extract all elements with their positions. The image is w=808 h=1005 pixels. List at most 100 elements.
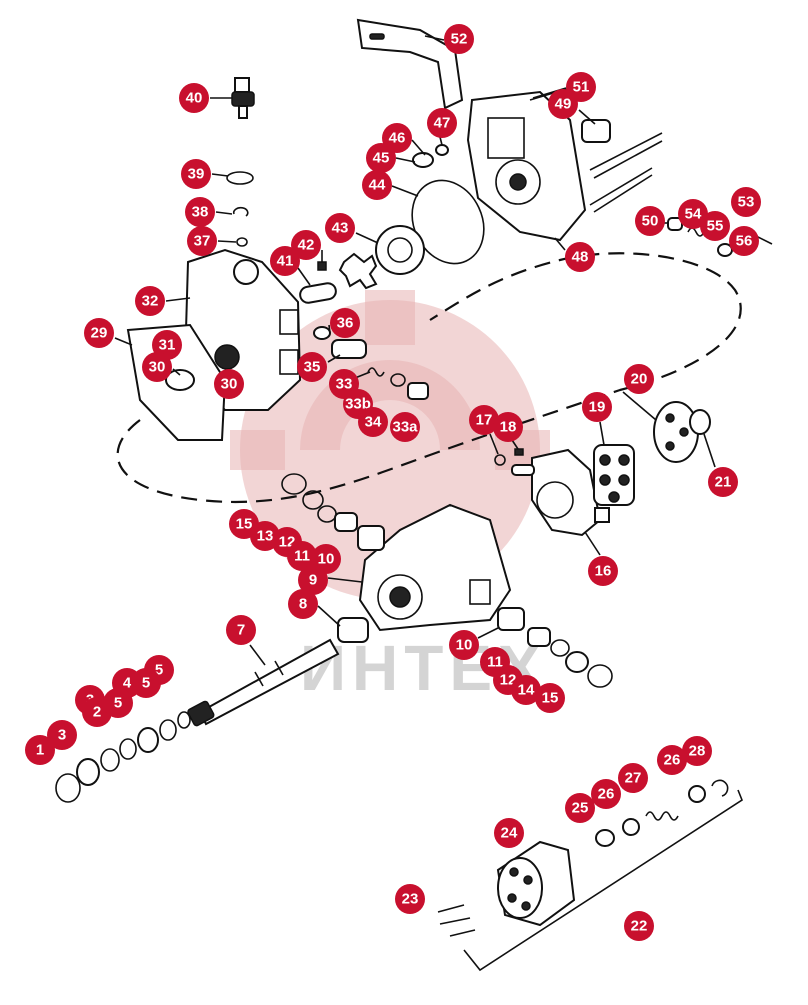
callout-badge <box>494 818 524 848</box>
washer-26-b <box>688 785 706 803</box>
callout-number: 37 <box>194 233 211 250</box>
callout-badge <box>469 405 499 435</box>
callout-14: 14 <box>511 675 541 705</box>
callout-badge <box>588 556 618 586</box>
bracket-slot <box>369 33 385 40</box>
callout-badge <box>47 720 77 750</box>
callout-32: 32 <box>135 286 165 316</box>
callout-number: 33a <box>392 419 418 436</box>
callout-badge <box>493 412 523 442</box>
callout-1: 1 <box>25 735 55 765</box>
callout-17: 17 <box>469 405 499 435</box>
callout-badge <box>366 143 396 173</box>
callout-44: 44 <box>362 170 392 200</box>
callout-number: 5 <box>142 675 150 692</box>
callout-number: 42 <box>298 237 315 254</box>
callout-number: 5 <box>114 695 122 712</box>
callout-badge <box>297 352 327 382</box>
callout-number: 26 <box>664 752 681 769</box>
callout-badge <box>330 308 360 338</box>
callout-34: 34 <box>358 407 388 437</box>
bushing-21 <box>689 409 711 435</box>
callout-badge <box>449 630 479 660</box>
callout-badge <box>287 541 317 571</box>
callout-7: 7 <box>226 615 256 645</box>
callout-number: 44 <box>369 177 386 194</box>
washer-26 <box>622 818 640 836</box>
relief-spring <box>367 367 385 377</box>
callout-badge <box>565 242 595 272</box>
group-bracket-22 <box>463 789 743 972</box>
gerotor-inner-gear <box>338 252 378 290</box>
sensor-terminal <box>234 77 250 93</box>
callout-badge <box>708 467 738 497</box>
callout-11: 11 <box>287 541 317 571</box>
thrust-bearing-4 <box>137 727 159 753</box>
spacer-11 <box>334 512 358 532</box>
callout-49: 49 <box>548 89 578 119</box>
callout-33a: 33a <box>390 412 420 442</box>
callout-badge <box>395 884 425 914</box>
o-ring-12-rear <box>550 639 570 657</box>
spring-27 <box>645 811 679 821</box>
callout-number: 9 <box>309 572 317 589</box>
callout-number: 35 <box>304 359 321 376</box>
o-ring-5 <box>177 711 191 729</box>
o-ring-large <box>226 171 254 185</box>
washer-5 <box>159 719 177 741</box>
snap-ring-15 <box>281 473 307 495</box>
callout-badge <box>678 199 708 229</box>
callout-45: 45 <box>366 143 396 173</box>
callout-9: 9 <box>298 565 328 595</box>
callout-number: 55 <box>707 218 724 235</box>
callout-number: 30 <box>149 359 166 376</box>
callout-number: 3 <box>58 727 66 744</box>
callout-38: 38 <box>185 197 215 227</box>
callout-badge <box>135 286 165 316</box>
relief-valve-spool <box>331 339 367 359</box>
housing-boss <box>233 259 259 285</box>
callout-29: 29 <box>84 318 114 348</box>
callout-43: 43 <box>325 213 355 243</box>
callout-number: 26 <box>598 786 615 803</box>
plug <box>412 152 434 168</box>
callout-18: 18 <box>493 412 523 442</box>
callout-badge <box>444 24 474 54</box>
callout-37: 37 <box>187 226 217 256</box>
callout-number: 17 <box>476 412 493 429</box>
callout-number: 51 <box>573 79 590 96</box>
callout-number: 11 <box>294 548 310 565</box>
callout-badge <box>548 89 578 119</box>
callout-number: 29 <box>91 325 108 342</box>
callout-badge <box>635 206 665 236</box>
callout-badge <box>187 226 217 256</box>
callout-number: 30 <box>221 376 238 393</box>
callout-number: 40 <box>186 90 203 107</box>
callout-badge <box>185 197 215 227</box>
callout-badge <box>729 226 759 256</box>
callout-number: 10 <box>456 637 473 654</box>
callout-number: 52 <box>451 31 468 48</box>
callout-number: 7 <box>237 622 245 639</box>
callout-46: 46 <box>382 123 412 153</box>
pin-23 <box>437 904 465 913</box>
seal-ring <box>313 326 331 340</box>
callout-number: 11 <box>487 654 503 671</box>
gerotor-outer-ring <box>375 225 425 275</box>
callout-number: 41 <box>277 253 294 270</box>
bearing-10-rear <box>497 607 525 631</box>
callout-badge <box>390 412 420 442</box>
washer-13 <box>302 490 324 510</box>
callout-number: 19 <box>589 399 606 416</box>
callout-48: 48 <box>565 242 595 272</box>
callout-40: 40 <box>179 83 209 113</box>
callout-number: 39 <box>188 166 205 183</box>
callout-56: 56 <box>729 226 759 256</box>
callout-badge <box>511 675 541 705</box>
callout-badge <box>270 246 300 276</box>
callout-21: 21 <box>708 467 738 497</box>
callout-badge <box>131 668 161 698</box>
callout-41: 41 <box>270 246 300 276</box>
callout-number: 25 <box>572 800 589 817</box>
